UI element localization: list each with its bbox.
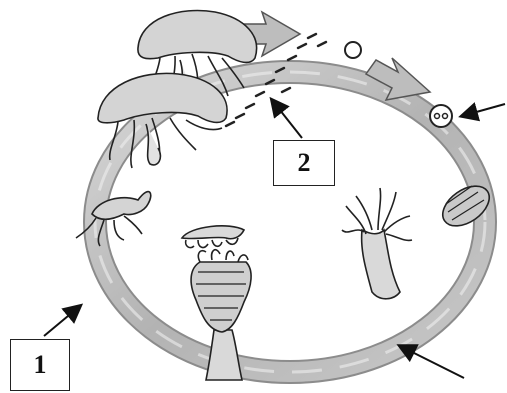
- ephyra-icon: [182, 226, 244, 248]
- cycle-ring: [95, 72, 485, 372]
- label-box-2: 2: [273, 140, 335, 186]
- label-1-text: 1: [34, 350, 47, 380]
- zygote-icon: [430, 105, 452, 127]
- label-box-1: 1: [10, 339, 70, 391]
- arrow-icon: [44, 306, 80, 336]
- label-2-text: 2: [298, 148, 311, 178]
- egg-icon: [345, 42, 361, 58]
- arrow-icon: [400, 346, 464, 378]
- polyp-icon: [342, 188, 412, 299]
- arrow-icon: [272, 100, 302, 138]
- arrow-icon: [462, 104, 505, 116]
